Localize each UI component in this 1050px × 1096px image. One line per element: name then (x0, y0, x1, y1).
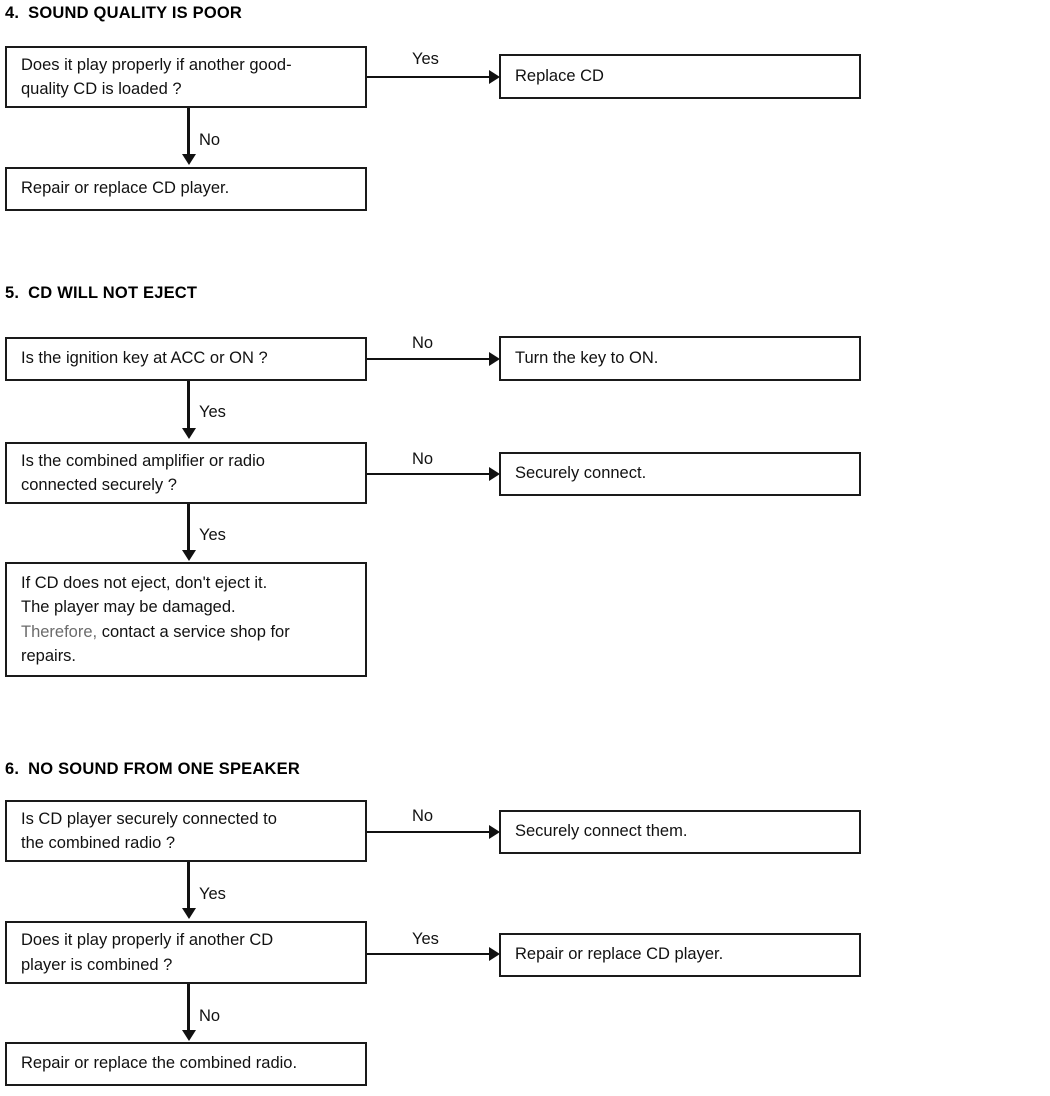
edge-label-5-2-yes: Yes (199, 526, 226, 544)
result-box-6-securely-connect-them: Securely connect them. (499, 810, 861, 854)
result-box-6-repair-radio-text: Repair or replace the combined radio. (21, 1054, 298, 1073)
result-box-5-service-shop-text: If CD does not eject, don't eject it. The… (7, 571, 302, 668)
result-box-4-repair-player: Repair or replace CD player. (5, 167, 367, 211)
arrow-head-5-2-down (181, 550, 196, 561)
connector-6-2-down (187, 984, 190, 1033)
section-heading-6: 6. NO SOUND FROM ONE SPEAKER (5, 760, 300, 779)
arrow-head-6-2-down (181, 1030, 196, 1041)
arrow-head-5-1-down (181, 428, 196, 439)
result-box-6-securely-connect-them-text: Securely connect them. (515, 822, 688, 841)
section-title-4: SOUND QUALITY IS POOR (28, 4, 243, 22)
decision-box-4-1: Does it play properly if another good- q… (5, 46, 367, 108)
decision-box-5-2-text: Is the combined amplifier or radio conne… (21, 451, 265, 494)
connector-5-2-down (187, 504, 190, 553)
section-title-6: NO SOUND FROM ONE SPEAKER (28, 760, 300, 778)
section-number-6: 6. (5, 760, 20, 778)
section-title-5: CD WILL NOT EJECT (28, 284, 198, 302)
section-heading-5: 5. CD WILL NOT EJECT (5, 284, 197, 303)
service-shop-line-2: The player may be damaged. (21, 598, 236, 617)
result-box-5-securely-connect: Securely connect. (499, 452, 861, 496)
edge-label-6-2-no: No (199, 1007, 221, 1025)
result-box-5-turn-key: Turn the key to ON. (499, 336, 861, 381)
result-box-5-turn-key-text: Turn the key to ON. (515, 348, 659, 367)
arrow-head-6-2-right (489, 947, 500, 961)
arrow-head-5-1-right (489, 352, 500, 366)
decision-box-4-1-text: Does it play properly if another good- q… (21, 55, 292, 98)
decision-box-6-2-text: Does it play properly if another CD play… (21, 931, 274, 974)
decision-box-6-2: Does it play properly if another CD play… (5, 921, 367, 984)
connector-6-1-right (367, 830, 492, 833)
arrow-head-4-1-down (181, 154, 196, 165)
edge-label-4-yes: Yes (412, 50, 439, 68)
arrow-head-5-2-right (489, 467, 500, 481)
result-box-6-repair-radio: Repair or replace the combined radio. (5, 1042, 367, 1086)
connector-6-2-right (367, 952, 492, 955)
result-box-6-repair-player-text: Repair or replace CD player. (515, 945, 724, 964)
service-shop-line-1: If CD does not eject, don't eject it. (21, 574, 268, 592)
edge-label-6-1-no: No (412, 807, 434, 825)
section-heading-4: 4. SOUND QUALITY IS POOR (5, 4, 242, 23)
edge-label-6-2-yes: Yes (412, 930, 439, 948)
result-box-4-repair-player-text: Repair or replace CD player. (21, 179, 230, 198)
section-number-4: 4. (5, 4, 20, 22)
connector-5-1-right (367, 357, 492, 360)
connector-5-1-down (187, 381, 190, 431)
connector-5-2-right (367, 472, 492, 475)
connector-4-1-down (187, 108, 190, 157)
decision-box-6-1: Is CD player securely connected to the c… (5, 800, 367, 862)
arrow-head-6-1-right (489, 825, 500, 839)
connector-4-1-right (367, 75, 492, 78)
decision-box-5-1-text: Is the ignition key at ACC or ON ? (21, 349, 268, 368)
result-box-4-replace-cd-text: Replace CD (515, 66, 604, 85)
service-shop-line-3-emphasis: Therefore, (21, 622, 98, 641)
decision-box-5-2: Is the combined amplifier or radio conne… (5, 442, 367, 504)
edge-label-5-1-yes: Yes (199, 403, 226, 421)
arrow-head-4-1-right (489, 70, 500, 84)
result-box-6-repair-player: Repair or replace CD player. (499, 933, 861, 977)
connector-6-1-down (187, 862, 190, 911)
decision-box-6-1-text: Is CD player securely connected to the c… (21, 809, 277, 852)
edge-label-5-1-no: No (412, 334, 434, 352)
result-box-4-replace-cd: Replace CD (499, 54, 861, 99)
service-shop-line-4: repairs. (21, 646, 77, 665)
edge-label-4-no: No (199, 131, 221, 149)
result-box-5-securely-connect-text: Securely connect. (515, 464, 647, 483)
section-number-5: 5. (5, 284, 20, 302)
decision-box-5-1: Is the ignition key at ACC or ON ? (5, 337, 367, 381)
arrow-head-6-1-down (181, 908, 196, 919)
edge-label-6-1-yes: Yes (199, 885, 226, 903)
edge-label-5-2-no: No (412, 450, 434, 468)
result-box-5-service-shop: If CD does not eject, don't eject it. The… (5, 562, 367, 677)
service-shop-line-3-rest: contact a service shop for (97, 622, 290, 641)
